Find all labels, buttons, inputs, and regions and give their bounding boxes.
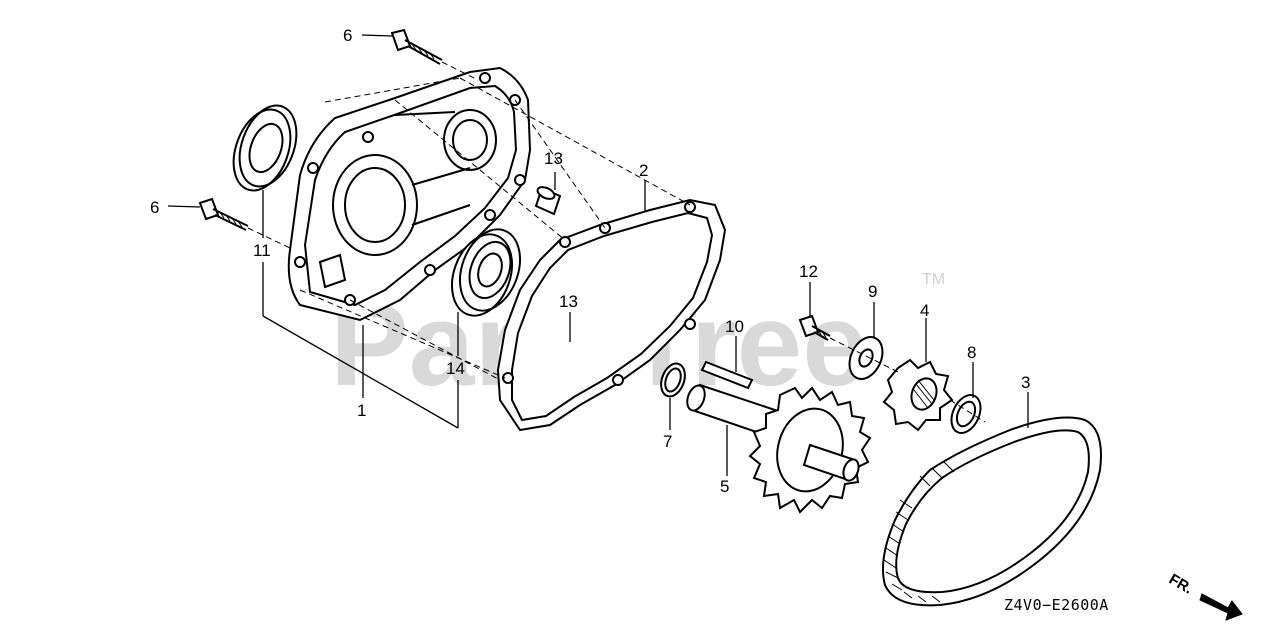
front-label: FR. — [1166, 571, 1195, 598]
callout-12: 12 — [799, 262, 818, 281]
dowel-pin-upper-part — [534, 186, 562, 216]
callout-6-upper: 6 — [343, 26, 352, 45]
callout-14: 14 — [446, 359, 465, 378]
diagram-code: Z4V0−E2600A — [1004, 596, 1109, 614]
collar-part — [950, 394, 982, 434]
callout-9: 9 — [868, 282, 877, 301]
thrust-washer-part — [848, 336, 884, 380]
bolt-part — [798, 314, 831, 341]
callout-7: 7 — [663, 432, 672, 451]
callout-8: 8 — [967, 343, 976, 362]
bearing-part — [451, 228, 521, 317]
callout-1: 1 — [357, 401, 366, 420]
callout-2: 2 — [639, 161, 648, 180]
drive-chain-part — [882, 416, 1102, 607]
front-arrow-icon — [1199, 593, 1243, 621]
callout-10: 10 — [725, 317, 744, 336]
front-direction-indicator: FR. — [1166, 571, 1243, 621]
callout-4: 4 — [920, 301, 929, 320]
flange-bolt-upper-part — [390, 28, 443, 65]
callout-3: 3 — [1021, 373, 1030, 392]
washer-part — [660, 362, 686, 398]
oil-seal-part — [232, 104, 298, 192]
drive-sprocket-part — [882, 358, 954, 432]
key-part — [700, 360, 754, 390]
callout-13-lower: 13 — [559, 292, 578, 311]
callout-11: 11 — [253, 241, 271, 260]
watermark-trademark: TM — [922, 271, 945, 288]
leader-lines — [167, 34, 1029, 476]
callout-6-left: 6 — [150, 198, 159, 217]
callout-13-upper: 13 — [544, 149, 563, 168]
flange-bolt-left-part — [198, 197, 249, 231]
gasket-part — [496, 198, 727, 432]
shaft-sprocket-part — [686, 383, 872, 514]
callout-5: 5 — [720, 477, 729, 496]
